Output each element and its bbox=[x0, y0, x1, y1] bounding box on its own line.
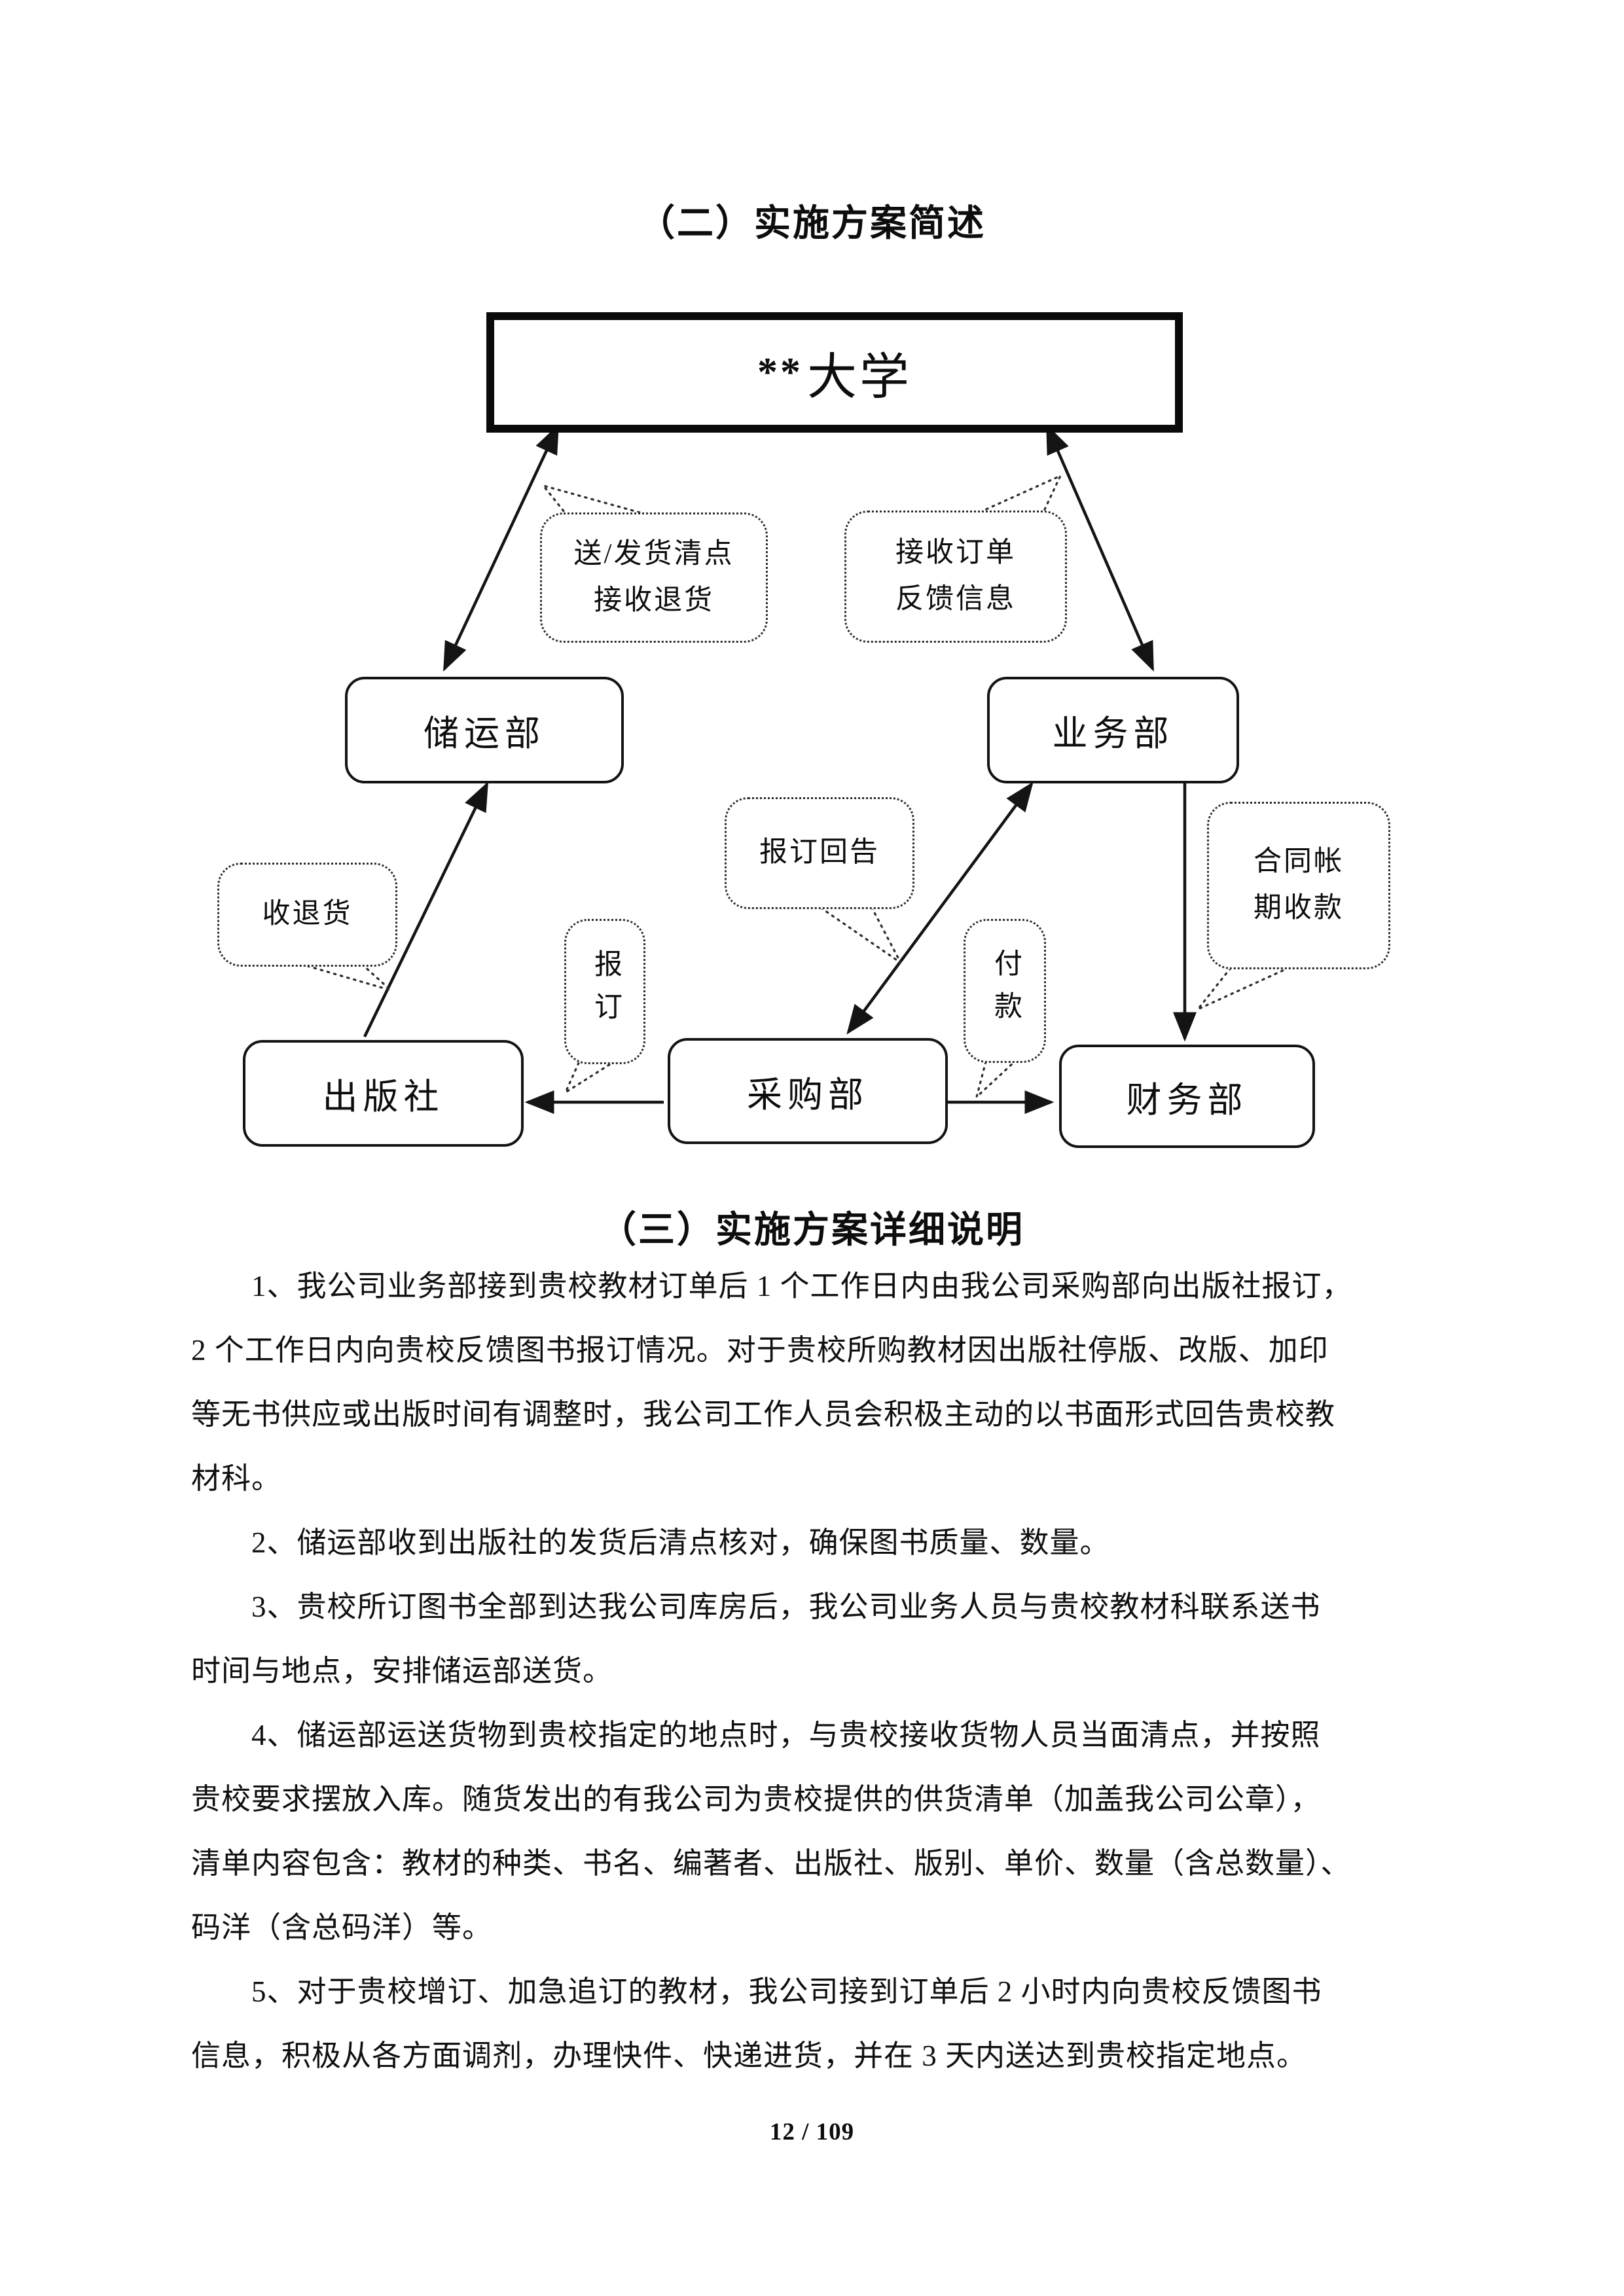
tail-callout-payment bbox=[975, 1060, 1015, 1100]
publisher-label: 出版社 bbox=[322, 1077, 444, 1117]
body-line: 2 个工作日内向贵校反馈图书报订情况。对于贵校所购教材因出版社停版、改版、加印 bbox=[191, 1334, 1329, 1367]
tail-callout-order bbox=[563, 1062, 611, 1096]
arrow-university-business bbox=[1045, 423, 1155, 672]
body-line: 材科。 bbox=[191, 1462, 282, 1495]
callout-contract-payment: 合同帐 期收款 bbox=[1207, 802, 1390, 969]
node-storage-dept: 储运部 bbox=[345, 677, 624, 783]
callout-payment-label: 付款 bbox=[990, 948, 1021, 1033]
finance-dept-label: 财务部 bbox=[1126, 1080, 1248, 1120]
purchasing-dept-label: 采购部 bbox=[747, 1075, 869, 1115]
callout-returns-label: 收退货 bbox=[262, 899, 353, 930]
tail-callout-contract bbox=[1197, 967, 1288, 1011]
body-line: 5、对于贵校增订、加急追订的教材，我公司接到订单后 2 小时内向贵校反馈图书 bbox=[251, 1975, 1322, 2008]
callout-orders-line2: 反馈信息 bbox=[895, 584, 1016, 615]
tail-callout-orders bbox=[966, 473, 1063, 519]
business-dept-label: 业务部 bbox=[1052, 714, 1174, 753]
page-number: 12 / 109 bbox=[769, 2119, 855, 2145]
node-finance-dept: 财务部 bbox=[1059, 1045, 1315, 1148]
body-line: 贵校要求摆放入库。随货发出的有我公司为贵校提供的供货清单（加盖我公司公章）， bbox=[191, 1783, 1321, 1816]
callout-delivery-line1: 送/发货清点 bbox=[573, 538, 734, 569]
callout-receive-returns: 收退货 bbox=[217, 863, 397, 967]
callout-report-back: 报订回告 bbox=[725, 797, 914, 909]
callout-receive-orders: 接收订单 反馈信息 bbox=[844, 511, 1067, 643]
node-university: ** 大学 bbox=[486, 312, 1183, 433]
body-line: 清单内容包含：教材的种类、书名、编著者、出版社、版别、单价、数量（含总数量）、 bbox=[191, 1847, 1351, 1880]
body-line: 时间与地点，安排储运部送货。 bbox=[191, 1655, 613, 1687]
diagram-arrows-layer bbox=[306, 423, 1288, 1114]
callout-delivery-check: 送/发货清点 接收退货 bbox=[540, 512, 768, 643]
callout-orders-line1: 接收订单 bbox=[895, 537, 1016, 569]
arrow-business-purchasing bbox=[846, 781, 1034, 1035]
body-text: 1、我公司业务部接到贵校教材订单后 1 个工作日内由我公司采购部向出版社报订， … bbox=[191, 1254, 1494, 2088]
node-business-dept: 业务部 bbox=[987, 677, 1239, 783]
tail-callout-returns bbox=[306, 965, 392, 992]
arrow-publisher-storage bbox=[363, 781, 489, 1037]
callout-delivery-line2: 接收退货 bbox=[594, 584, 714, 616]
callout-contract-line2: 期收款 bbox=[1254, 893, 1344, 924]
callout-payment: 付款 bbox=[964, 919, 1046, 1063]
body-line: 3、贵校所订图书全部到达我公司库房后，我公司业务人员与贵校教材科联系送书 bbox=[251, 1590, 1321, 1623]
callout-report-back-label: 报订回告 bbox=[759, 837, 880, 869]
callout-order-books: 报订 bbox=[564, 919, 645, 1064]
tail-callout-report-back bbox=[820, 906, 902, 964]
arrow-university-storage bbox=[442, 423, 560, 672]
body-line: 4、储运部运送货物到贵校指定的地点时，与贵校接收货物人员当面清点，并按照 bbox=[251, 1719, 1321, 1751]
node-publisher: 出版社 bbox=[243, 1040, 524, 1147]
tail-callout-delivery bbox=[540, 484, 660, 523]
node-purchasing-dept: 采购部 bbox=[668, 1038, 948, 1144]
section-2-title: （二）实施方案简述 bbox=[638, 204, 986, 244]
body-line: 1、我公司业务部接到贵校教材订单后 1 个工作日内由我公司采购部向出版社报订， bbox=[251, 1270, 1352, 1302]
body-line: 信息，积极从各方面调剂，办理快件、快递进货，并在 3 天内送达到贵校指定地点。 bbox=[191, 2039, 1307, 2072]
section-3-title: （三）实施方案详细说明 bbox=[600, 1210, 1024, 1251]
body-line: 2、储运部收到出版社的发货后清点核对，确保图书质量、数量。 bbox=[251, 1526, 1110, 1559]
storage-dept-label: 储运部 bbox=[424, 714, 545, 753]
university-prefix: ** bbox=[757, 350, 803, 395]
body-line: 等无书供应或出版时间有调整时，我公司工作人员会积极主动的以书面形式回告贵校教 bbox=[191, 1398, 1336, 1431]
body-line: 码洋（含总码洋）等。 bbox=[191, 1911, 493, 1944]
university-label: 大学 bbox=[807, 350, 912, 405]
callout-contract-line1: 合同帐 bbox=[1254, 846, 1344, 878]
callout-order-label: 报订 bbox=[590, 949, 621, 1034]
